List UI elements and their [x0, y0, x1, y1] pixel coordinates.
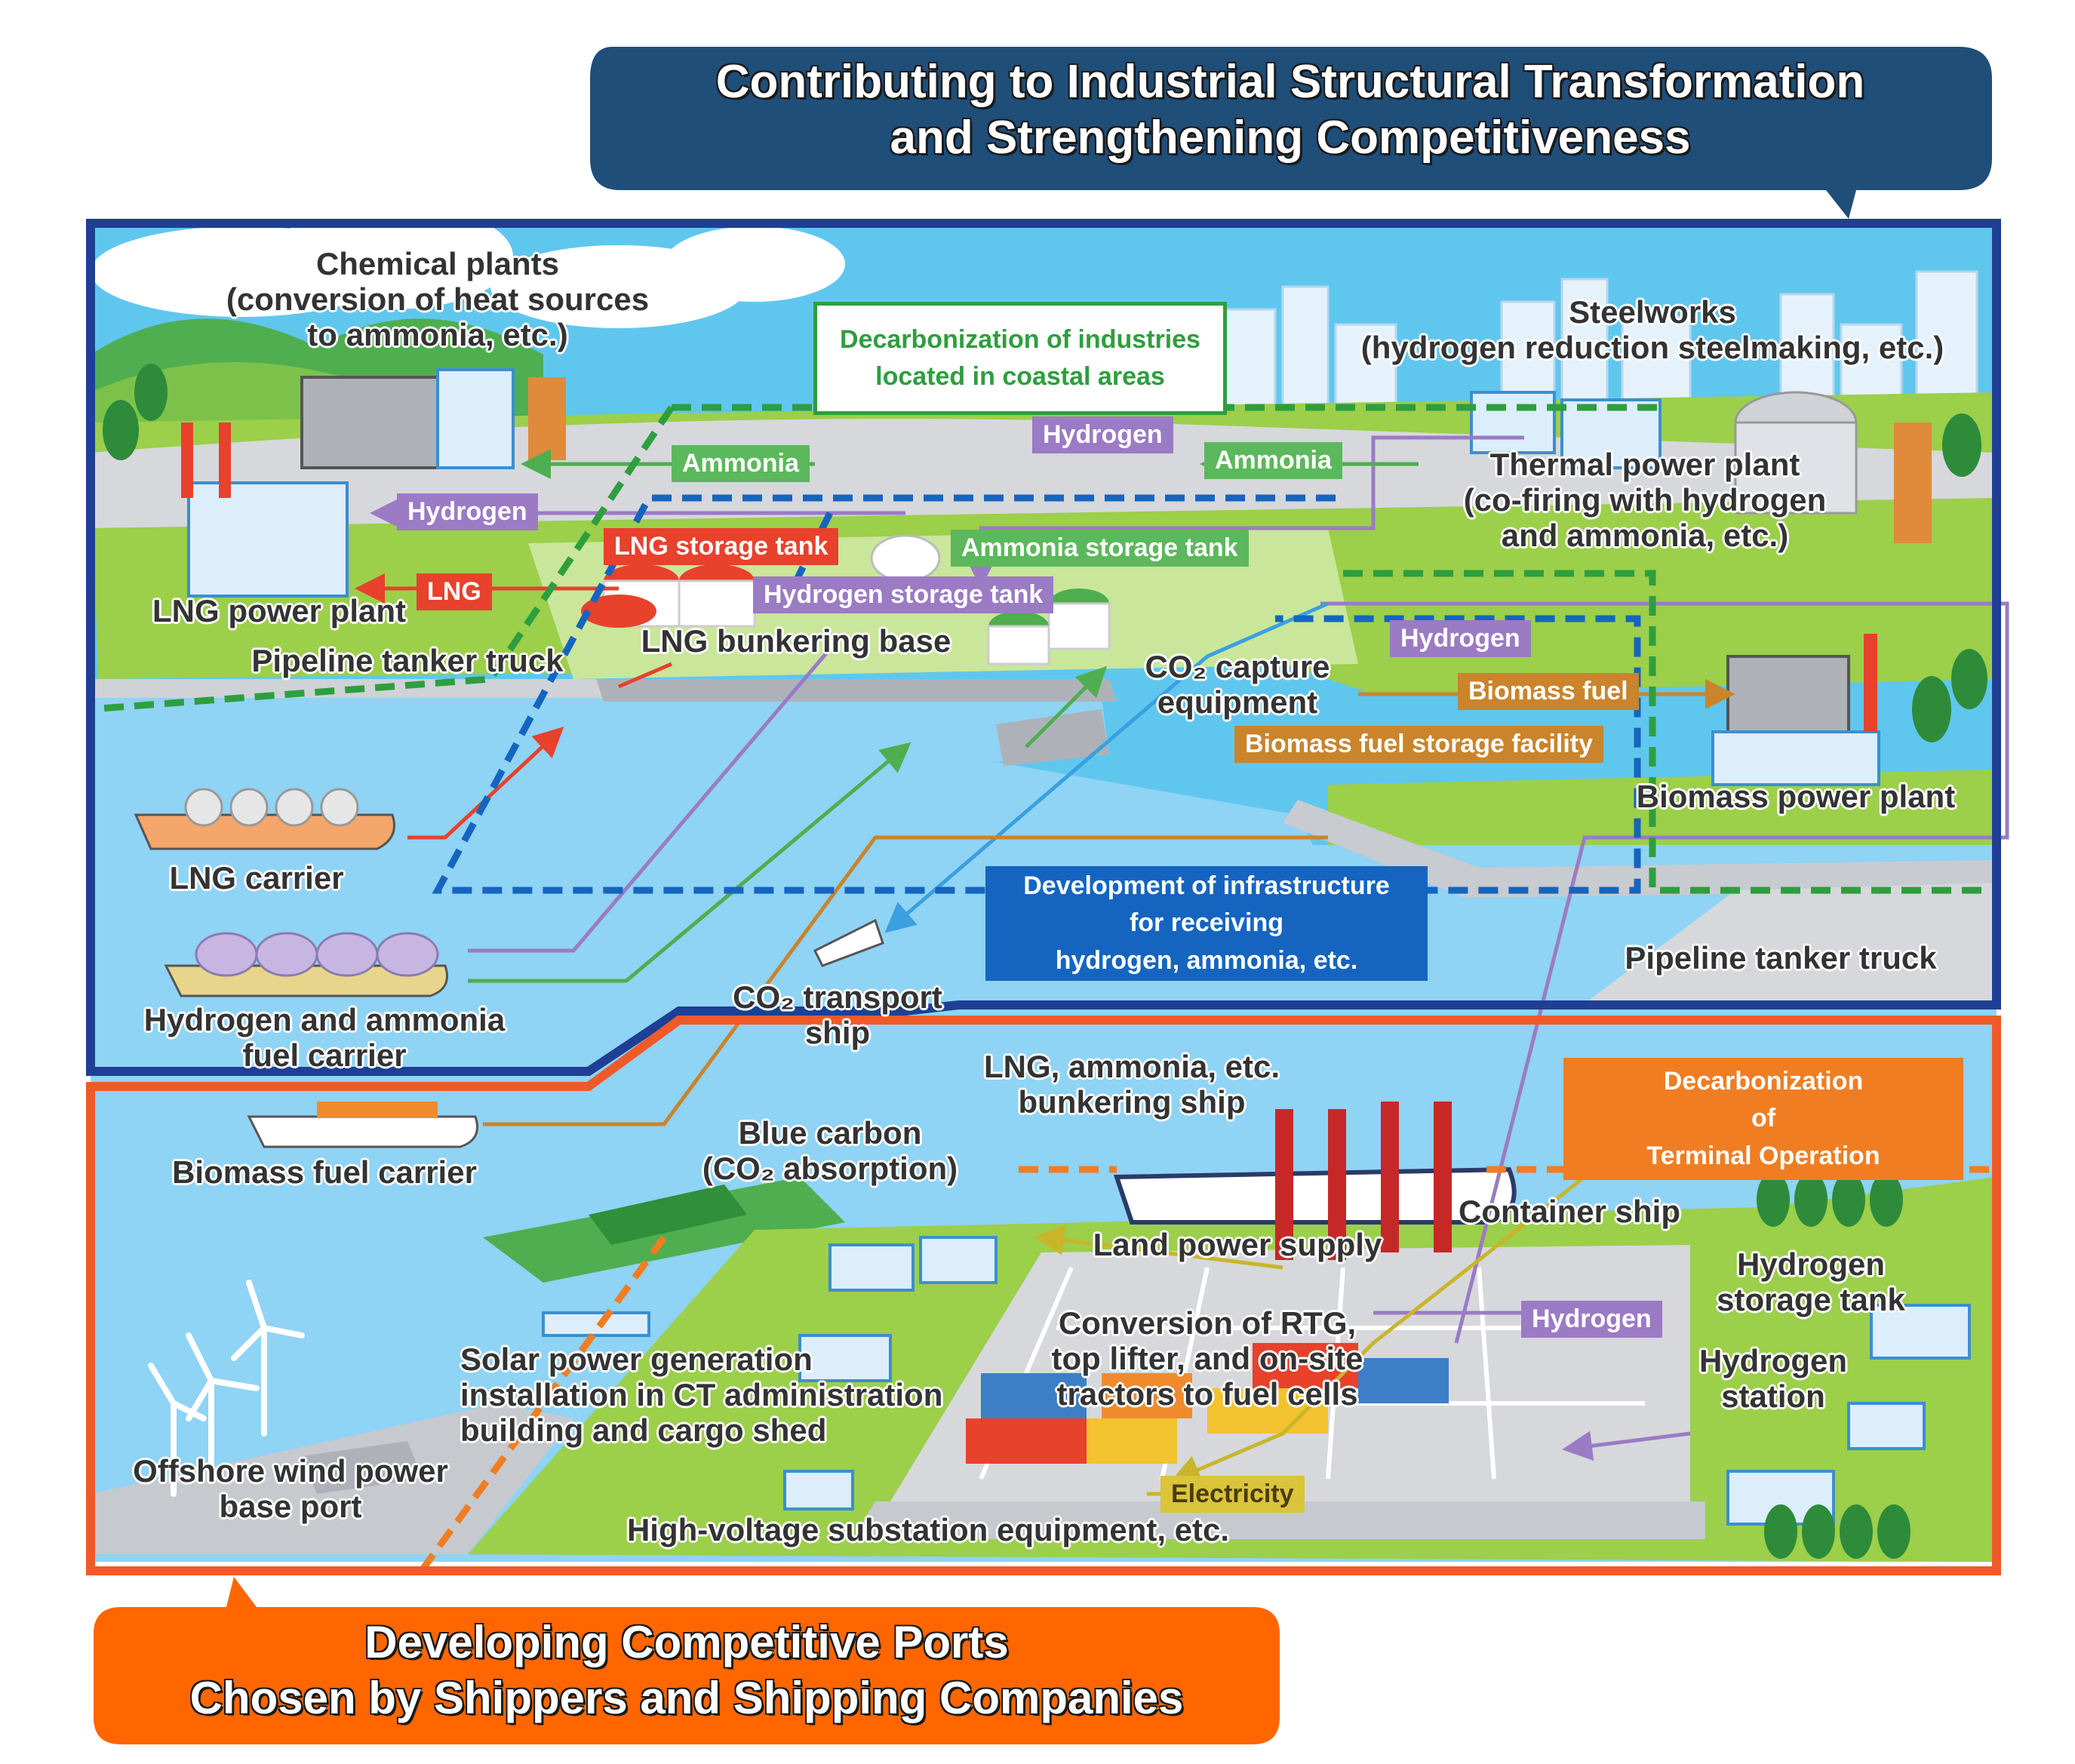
steelworks-label: Steelworks (hydrogen reduction steelmaki…: [1313, 294, 1992, 365]
callout-coastal-line-2: located in coastal areas: [875, 362, 1165, 391]
co2-capture-line-2: equipment: [1157, 684, 1318, 721]
callout-coastal: Decarbonization of industries located in…: [813, 302, 1227, 415]
callout-terminal-line-2: of: [1751, 1104, 1776, 1133]
h2-nh3-carrier-line-2: fuel carrier: [242, 1037, 407, 1074]
hydrogen-ammonia-carrier-label: Hydrogen and ammonia fuel carrier: [106, 1002, 543, 1073]
blue-carbon-label: Blue carbon (CO₂ absorption): [679, 1115, 981, 1186]
chemical-line-1: Chemical plants: [315, 246, 560, 281]
offshore-wind-label: Offshore wind power base port: [106, 1453, 475, 1524]
rtg-line-1: Conversion of RTG,: [1058, 1305, 1357, 1341]
rtg-line-3: tractors to fuel cells: [1056, 1376, 1358, 1412]
tag-lng: LNG: [417, 573, 492, 610]
thermal-line-1: Thermal power plant: [1489, 447, 1800, 482]
tag-hydrogen-left: Hydrogen: [397, 493, 538, 530]
h2-station-line-2: station: [1721, 1378, 1825, 1415]
header-line-1: Contributing to Industrial Structural Tr…: [715, 56, 1865, 108]
tag-biomass-fuel: Biomass fuel: [1458, 673, 1639, 710]
h2-nh3-carrier-line-1: Hydrogen and ammonia: [143, 1002, 506, 1037]
pipeline-tanker-truck-top-label: Pipeline tanker truck: [251, 643, 564, 678]
offshore-wind-line-1: Offshore wind power: [133, 1453, 448, 1489]
h2-storage-line-1: Hydrogen: [1736, 1246, 1885, 1282]
callout-infrastructure-line-1: Development of infrastructure: [1023, 871, 1390, 901]
callout-infrastructure-line-2: for receiving: [1129, 908, 1284, 938]
solar-line-2: installation in CT administration: [460, 1377, 943, 1413]
pipeline-tanker-truck-right-label: Pipeline tanker truck: [1625, 940, 1937, 976]
chemical-plants-label: Chemical plants (conversion of heat sour…: [189, 246, 687, 352]
tag-hydrogen-lower: Hydrogen: [1521, 1301, 1662, 1338]
offshore-wind-line-2: base port: [219, 1489, 362, 1525]
bunkering-ship-line-2: bunkering ship: [1018, 1084, 1246, 1120]
callout-terminal-line-3: Terminal Operation: [1646, 1141, 1880, 1170]
tag-biomass-storage: Biomass fuel storage facility: [1234, 726, 1604, 763]
h2-station-line-1: Hydrogen: [1698, 1343, 1847, 1378]
footer-banner: Developing Competitive Ports Chosen by S…: [98, 1615, 1275, 1726]
tag-electricity: Electricity: [1160, 1476, 1305, 1513]
co2-capture-line-1: CO₂ capture: [1145, 649, 1330, 684]
header-banner-shape: [590, 47, 1992, 219]
co2-transport-ship-label: CO₂ transport ship: [709, 979, 966, 1050]
industry-frame: [86, 219, 2001, 1076]
lng-bunkering-base-label: LNG bunkering base: [641, 623, 951, 659]
terminal-frame: [86, 1016, 2001, 1575]
steelworks-line-2: (hydrogen reduction steelmaking, etc.): [1360, 330, 1944, 366]
tag-hydrogen-top: Hydrogen: [1032, 416, 1173, 453]
solar-power-label: Solar power generation installation in C…: [460, 1341, 1019, 1448]
industry-facilities: [103, 364, 1987, 1559]
header-line-2: and Strengthening Competitiveness: [890, 112, 1691, 164]
chemical-line-3: to ammonia, etc.): [307, 317, 568, 353]
lng-carrier-label: LNG carrier: [169, 860, 344, 896]
hydrogen-storage-tank-label: Hydrogen storage tank: [1690, 1246, 1932, 1317]
solar-line-3: building and cargo shed: [460, 1412, 827, 1449]
callout-terminal-line-1: Decarbonization: [1663, 1067, 1864, 1096]
tag-ammonia-right: Ammonia: [1204, 442, 1342, 479]
co2-ship-line-1: CO₂ transport: [733, 979, 942, 1015]
footer-line-1: Developing Competitive Ports: [364, 1617, 1009, 1667]
footer-line-2: Chosen by Shippers and Shipping Companie…: [189, 1673, 1184, 1723]
rtg-line-2: top lifter, and on-site: [1051, 1341, 1363, 1377]
biomass-fuel-carrier-label: Biomass fuel carrier: [172, 1154, 477, 1190]
biomass-power-plant-label: Biomass power plant: [1636, 779, 1956, 814]
co2-capture-label: CO₂ capture equipment: [1102, 649, 1373, 720]
solar-line-1: Solar power generation: [460, 1341, 813, 1377]
tag-ammonia-storage: Ammonia storage tank: [951, 530, 1249, 567]
tag-hydrogen-mid: Hydrogen: [1390, 620, 1531, 657]
bunkering-ship-label: LNG, ammonia, etc. bunkering ship: [951, 1049, 1313, 1120]
chemical-line-2: (conversion of heat sources: [226, 281, 650, 318]
land-power-supply-label: Land power supply: [1093, 1227, 1382, 1262]
lng-power-plant-label: LNG power plant: [152, 593, 406, 628]
header-banner: Contributing to Industrial Structural Tr…: [596, 54, 1984, 166]
bunkering-ship-line-1: LNG, ammonia, etc.: [983, 1049, 1280, 1084]
blue-carbon-line-1: Blue carbon: [738, 1115, 922, 1151]
footer-banner-shape: [94, 1577, 1280, 1744]
steelworks-line-1: Steelworks: [1569, 294, 1736, 330]
callout-infrastructure-line-3: hydrogen, ammonia, etc.: [1055, 945, 1358, 975]
thermal-power-plant-label: Thermal power plant (co-firing with hydr…: [1419, 447, 1871, 553]
callout-terminal: Decarbonization of Terminal Operation: [1563, 1058, 1963, 1180]
thermal-line-3: and ammonia, etc.): [1501, 518, 1789, 554]
tag-hydrogen-storage: Hydrogen storage tank: [753, 576, 1054, 613]
thermal-line-2: (co-firing with hydrogen: [1463, 482, 1827, 518]
callout-coastal-line-1: Decarbonization of industries: [840, 324, 1200, 354]
callout-infrastructure: Development of infrastructure for receiv…: [985, 866, 1428, 981]
hydrogen-station-label: Hydrogen station: [1668, 1343, 1879, 1414]
blue-carbon-line-2: (CO₂ absorption): [702, 1151, 958, 1187]
rtg-conversion-label: Conversion of RTG, top lifter, and on-si…: [1011, 1305, 1403, 1412]
container-ship-label: Container ship: [1458, 1194, 1681, 1229]
substation-label: High-voltage substation equipment, etc.: [626, 1512, 1230, 1547]
co2-ship-line-2: ship: [804, 1015, 871, 1051]
tag-lng-storage: LNG storage tank: [604, 528, 839, 565]
h2-storage-line-2: storage tank: [1717, 1282, 1905, 1318]
tag-ammonia-left: Ammonia: [672, 445, 810, 482]
